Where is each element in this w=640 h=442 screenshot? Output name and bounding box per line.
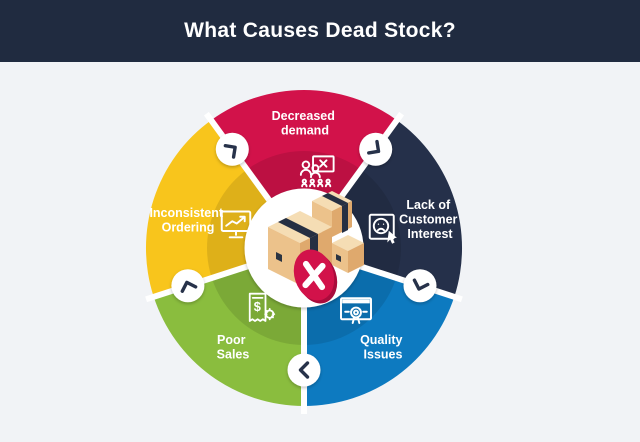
- page-title: What Causes Dead Stock?: [184, 19, 456, 42]
- red-x-badge: [293, 249, 338, 304]
- chevron-down-icon: [412, 278, 430, 291]
- label-quality-issues: Quality Issues: [360, 333, 406, 362]
- cardboard-boxes-illustration: [268, 191, 364, 285]
- arrow-circle-left: [171, 269, 205, 303]
- arrow-circle-bottom: [287, 353, 321, 387]
- chevron-southeast-icon: [367, 139, 381, 155]
- center-illustration: [244, 188, 364, 308]
- segment-labels: Decreased demand Lack of Customer Intere…: [149, 109, 461, 362]
- label-inconsistent-ordering: Inconsistent Ordering: [149, 206, 226, 235]
- chevron-up-icon: [180, 280, 198, 293]
- label-decreased-demand: Decreased demand: [272, 109, 339, 138]
- x-mark-icon: [302, 260, 326, 291]
- chevron-northeast-icon: [223, 143, 237, 159]
- segment-decreased-demand: [211, 90, 397, 201]
- arrow-circle-top-left: [215, 132, 249, 166]
- arrow-circle-top-right: [359, 132, 393, 166]
- label-poor-sales: Poor Sales: [217, 333, 250, 362]
- chevron-left-icon: [298, 361, 310, 379]
- title-bar: What Causes Dead Stock?: [0, 0, 640, 62]
- arrow-circle-right: [403, 269, 437, 303]
- dead-stock-cycle-diagram: $: [0, 62, 640, 437]
- label-lack-of-customer-interest: Lack of Customer Interest: [399, 198, 461, 241]
- flow-arrows: [171, 132, 437, 387]
